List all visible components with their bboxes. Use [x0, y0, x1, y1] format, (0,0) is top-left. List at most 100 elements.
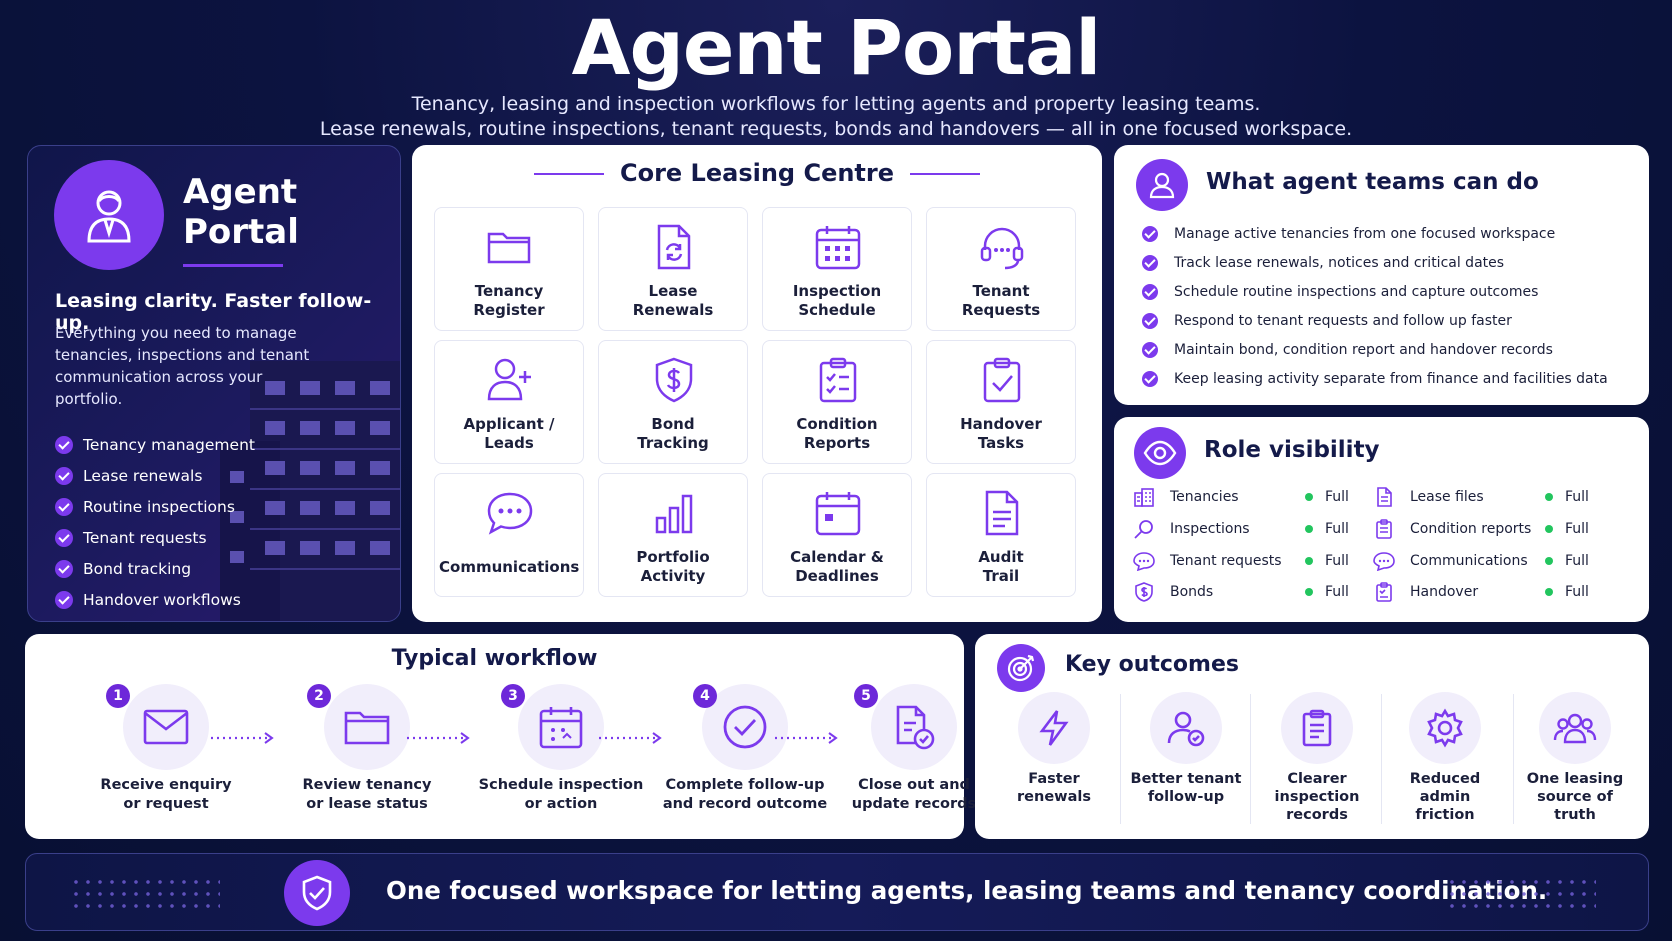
document-check-icon [896, 705, 935, 750]
eye-icon [1143, 440, 1177, 466]
group-icon [1553, 713, 1597, 744]
hero-feature-list: Tenancy management Lease renewals Routin… [55, 429, 255, 615]
hero-feature: Tenant requests [55, 522, 255, 553]
hero-feature: Handover workflows [55, 584, 255, 615]
chat-icon [1373, 552, 1395, 571]
flow-arrow-icon [775, 732, 838, 744]
envelope-icon [143, 709, 189, 745]
check-icon [1142, 283, 1158, 300]
step-number: 2 [307, 684, 331, 708]
divider [1250, 694, 1251, 824]
page-subtitle-line2: Lease renewals, routine inspections, ten… [319, 118, 1353, 140]
step-number: 4 [693, 684, 717, 708]
capability-item: Keep leasing activity separate from fina… [1142, 364, 1608, 393]
folder-icon [487, 232, 531, 264]
workflow-title: Typical workflow [391, 646, 598, 671]
target-badge [997, 644, 1045, 692]
document-list-icon [985, 490, 1019, 536]
check-icon [1142, 341, 1158, 358]
document-icon [1377, 487, 1392, 507]
shield-dollar-icon [655, 357, 693, 403]
hero-panel: Agent Portal Leasing clarity. Faster fol… [27, 145, 401, 622]
status-dot [1305, 493, 1313, 501]
flow-arrow-icon [407, 732, 470, 744]
page-header: Agent Portal Tenancy, leasing and inspec… [0, 0, 1672, 142]
hero-description: Everything you need to manage tenancies,… [55, 324, 310, 408]
status-dot [1305, 525, 1313, 533]
step-number: 5 [854, 684, 878, 708]
divider [1381, 694, 1382, 824]
check-icon [1142, 312, 1158, 329]
brand-underline [183, 264, 283, 267]
decorative-dots [70, 876, 220, 912]
check-icon [55, 497, 73, 516]
clipboard-checklist-icon [819, 357, 857, 403]
magnifier-icon [1134, 520, 1153, 539]
calendar-grid-icon [815, 226, 861, 270]
capability-item: Track lease renewals, notices and critic… [1142, 248, 1608, 277]
agent-icon [87, 190, 131, 243]
capability-item: Manage active tenancies from one focused… [1142, 219, 1608, 248]
check-icon [55, 528, 73, 547]
footer-banner: One focused workspace for letting agents… [25, 853, 1649, 931]
core-title: Core Leasing Centre [412, 159, 1102, 187]
user-icon [1149, 172, 1175, 199]
check-icon [55, 590, 73, 609]
role-visibility-title: Role visibility [1204, 437, 1380, 463]
shield-check-icon [302, 875, 332, 911]
eye-badge [1134, 427, 1186, 479]
headset-icon [980, 227, 1024, 270]
outcomes-title: Key outcomes [1065, 652, 1239, 677]
tile-communications[interactable]: Communications [434, 473, 584, 597]
user-badge [1136, 159, 1188, 211]
bar-chart-icon [655, 494, 693, 534]
agent-capabilities-panel: What agent teams can do Manage active te… [1114, 145, 1649, 405]
shield-dollar-icon [1135, 582, 1153, 602]
user-add-icon [487, 358, 531, 401]
status-dot [1545, 557, 1553, 565]
status-dot [1545, 588, 1553, 596]
hero-feature: Bond tracking [55, 553, 255, 584]
check-icon [55, 466, 73, 485]
check-icon [1142, 254, 1158, 271]
footer-text: One focused workspace for letting agents… [386, 876, 1548, 905]
hero-tagline: Leasing clarity. Faster follow-up. [55, 290, 372, 334]
divider [1513, 694, 1514, 824]
page-subtitle-line1: Tenancy, leasing and inspection workflow… [411, 93, 1261, 115]
chat-icon [1133, 552, 1155, 571]
capability-item: Respond to tenant requests and follow up… [1142, 306, 1608, 335]
target-icon [1007, 654, 1035, 682]
capabilities-title: What agent teams can do [1206, 169, 1539, 195]
check-icon [1142, 225, 1158, 242]
status-dot [1545, 493, 1553, 501]
capabilities-list: Manage active tenancies from one focused… [1142, 219, 1608, 393]
clipboard-check-icon [983, 357, 1021, 403]
check-icon [1142, 370, 1158, 387]
building-illustration [220, 361, 400, 621]
tile-calendar-deadlines[interactable]: Calendar &Deadlines [762, 473, 912, 597]
calendar-icon [815, 492, 861, 536]
tile-applicant-leads[interactable]: Applicant /Leads [434, 340, 584, 464]
check-icon [55, 435, 73, 454]
